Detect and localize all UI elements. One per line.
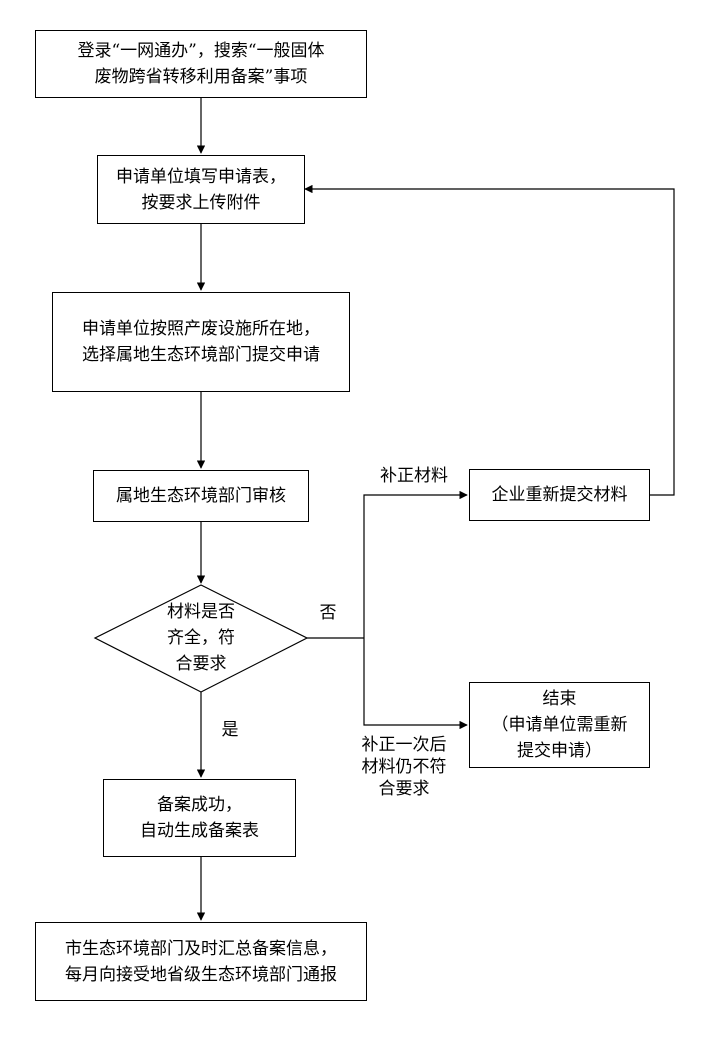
login-search-box: 登录“一网通办”，搜索“一般固体 废物跨省转移利用备案”事项 <box>35 30 367 98</box>
report-box: 市生态环境部门及时汇总备案信息， 每月向接受地省级生态环境部门通报 <box>35 922 367 1001</box>
fill-form-box: 申请单位填写申请表， 按要求上传附件 <box>97 155 305 224</box>
resubmit-box: 企业重新提交材料 <box>469 469 650 521</box>
arrow-to-resubmit <box>363 490 468 638</box>
fail-label-line2: 材料仍不符 <box>361 757 447 777</box>
end-box: 结束 （申请单位需重新 提交申请） <box>469 682 650 768</box>
arrow-resubmit-to-form <box>304 184 675 496</box>
review-box: 属地生态环境部门审核 <box>93 470 309 522</box>
decision-text: 材料是否 齐全，符 合要求 <box>141 599 261 677</box>
resubmit-text: 企业重新提交材料 <box>491 485 628 505</box>
login-search-text-line2: 废物跨省转移利用备案”事项 <box>94 67 308 87</box>
report-text-line2: 每月向接受地省级生态环境部门通报 <box>65 964 337 985</box>
review-text: 属地生态环境部门审核 <box>116 486 286 506</box>
yes-label: 是 <box>221 720 239 740</box>
submit-application-text-line2: 选择属地生态环境部门提交申请 <box>82 345 320 365</box>
filing-success-box: 备案成功， 自动生成备案表 <box>103 779 296 857</box>
correct-materials-label: 补正材料 <box>380 466 448 486</box>
submit-application-text-line1: 申请单位按照产废设施所在地， <box>82 319 320 339</box>
decision-text-line2: 齐全，符 <box>167 628 235 648</box>
decision-diamond <box>93 584 309 693</box>
decision-text-line1: 材料是否 <box>167 602 235 622</box>
submit-application-box: 申请单位按照产废设施所在地， 选择属地生态环境部门提交申请 <box>52 292 350 392</box>
no-label: 否 <box>319 603 337 623</box>
end-text-line2: （申请单位需重新 <box>491 715 628 735</box>
arrow-to-end <box>363 638 468 730</box>
fail-label-line3: 合要求 <box>378 779 430 799</box>
login-search-text-line1: 登录“一网通办”，搜索“一般固体 <box>77 41 325 61</box>
report-text-line1: 市生态环境部门及时汇总备案信息， <box>65 938 337 959</box>
fail-label-line1: 补正一次后 <box>361 735 447 755</box>
decision-text-line3: 合要求 <box>175 654 227 674</box>
end-text-line3: 提交申请） <box>517 741 602 761</box>
fill-form-text-line1: 申请单位填写申请表， <box>116 166 286 187</box>
filing-success-text-line1: 备案成功， <box>157 795 242 815</box>
fill-form-text-line2: 按要求上传附件 <box>141 192 261 213</box>
filing-success-text-line2: 自动生成备案表 <box>140 821 259 841</box>
fail-after-correction-label: 补正一次后 材料仍不符 合要求 <box>354 734 454 800</box>
end-text-line1: 结束 <box>542 689 577 709</box>
